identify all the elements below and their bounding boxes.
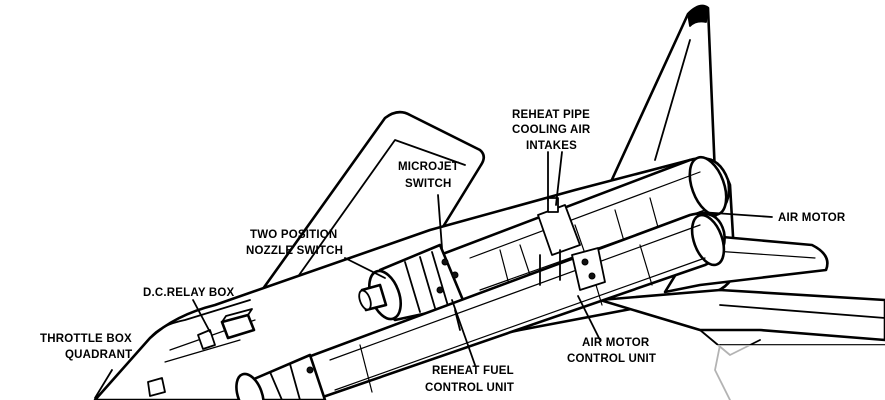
air-motor-control-unit-part [571, 247, 606, 291]
label-reheat-fuel-line2: CONTROL UNIT [425, 382, 514, 394]
tail-fin [596, 4, 717, 212]
cooling-air-intakes [537, 197, 581, 286]
label-reheat-pipe-line3: INTAKES [526, 140, 577, 152]
label-air-motor: AIR MOTOR [778, 212, 846, 224]
label-air-motor-cu-line1: AIR MOTOR [582, 337, 650, 349]
label-microjet-line1: MICROJET [398, 161, 459, 173]
label-nozzle-switch-line2: NOZZLE SWITCH [246, 245, 343, 257]
throttle-box-part [147, 329, 216, 397]
lower-reheat-pipe [298, 212, 726, 400]
upper-engine-front [358, 243, 467, 322]
label-throttle-line2: QUADRANT [65, 349, 132, 361]
lower-panel [705, 344, 885, 400]
upper-reheat-pipe [438, 155, 731, 307]
label-dc-relay-box: D.C.RELAY BOX [143, 287, 235, 299]
dc-relay-box-part [220, 308, 256, 340]
label-microjet-line2: SWITCH [405, 178, 452, 190]
main-wing [253, 110, 486, 302]
labels: REHEAT PIPE COOLING AIR INTAKES MICROJET… [40, 109, 846, 394]
lower-engine-front [235, 353, 327, 400]
label-throttle-line1: THROTTLE BOX [40, 333, 132, 345]
label-reheat-fuel-line1: REHEAT FUEL [432, 365, 514, 377]
leader-lines [94, 151, 773, 399]
label-reheat-pipe-line1: REHEAT PIPE [512, 109, 590, 121]
label-reheat-pipe-line2: COOLING AIR [512, 124, 591, 136]
label-air-motor-cu-line2: CONTROL UNIT [567, 353, 656, 365]
label-nozzle-switch-line1: TWO POSITION [250, 229, 337, 241]
